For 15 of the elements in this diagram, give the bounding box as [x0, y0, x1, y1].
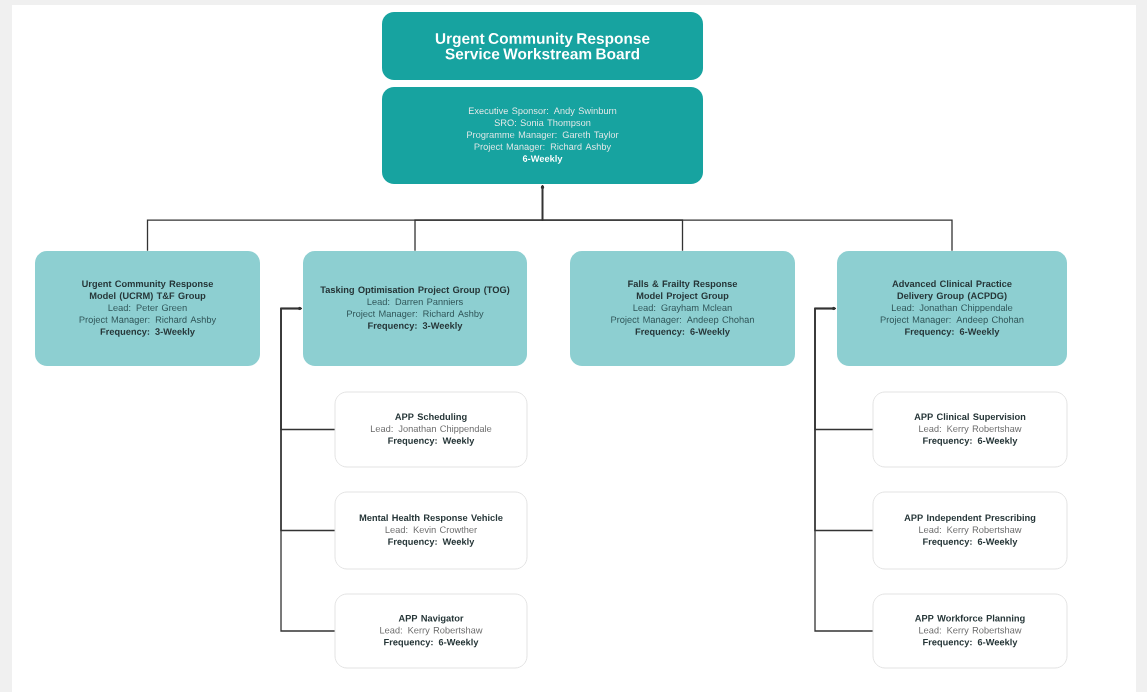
group-box: Advanced Clinical Practice Delivery Group (ACPDG) Lead: Jonathan Chippendale Project Manager: Andeep Chohan Frequency: 6-Weekly: [837, 251, 1067, 366]
connector-arrow: [814, 306, 874, 632]
connector-arrow: [280, 306, 336, 632]
project-box: APP Clinical Supervision Lead: Kerry Robertshaw Frequency: 6-Weekly: [872, 391, 1068, 468]
project-box: APP Navigator Lead: Kerry Robertshaw Frequency: 6-Weekly: [334, 593, 528, 669]
project-box: APP Scheduling Lead: Jonathan Chippendale Frequency: Weekly: [334, 391, 528, 468]
project-box: APP Workforce Planning Lead: Kerry Robertshaw Frequency: 6-Weekly: [872, 593, 1068, 669]
group-box: Urgent Community Response Model (UCRM) T&F Group Lead: Peter Green Project Manager: Richard Ashby Frequency: 3-Weekly: [35, 251, 260, 366]
project-box: Mental Health Response Vehicle Lead: Kevin Crowther Frequency: Weekly: [334, 491, 528, 570]
board-title-box: Urgent Community Response Service Workstream Board: [382, 12, 703, 80]
project-box: APP Independent Prescribing Lead: Kerry Robertshaw Frequency: 6-Weekly: [872, 491, 1068, 570]
group-box: Falls & Frailty Response Model Project Group Lead: Grayham Mclean Project Manager: Andeep Chohan Frequency: 6-Weekly: [570, 251, 795, 366]
connector-arrow: [540, 184, 953, 252]
board-details-box: Executive Sponsor: Andy Swinburn SRO: Sonia Thompson Programme Manager: Gareth Taylor Project Manager: Richard Ashby 6-Weekly: [382, 87, 703, 184]
group-box: Tasking Optimisation Project Group (TOG) Lead: Darren Panniers Project Manager: Richard Ashby Frequency: 3-Weekly: [303, 251, 527, 366]
